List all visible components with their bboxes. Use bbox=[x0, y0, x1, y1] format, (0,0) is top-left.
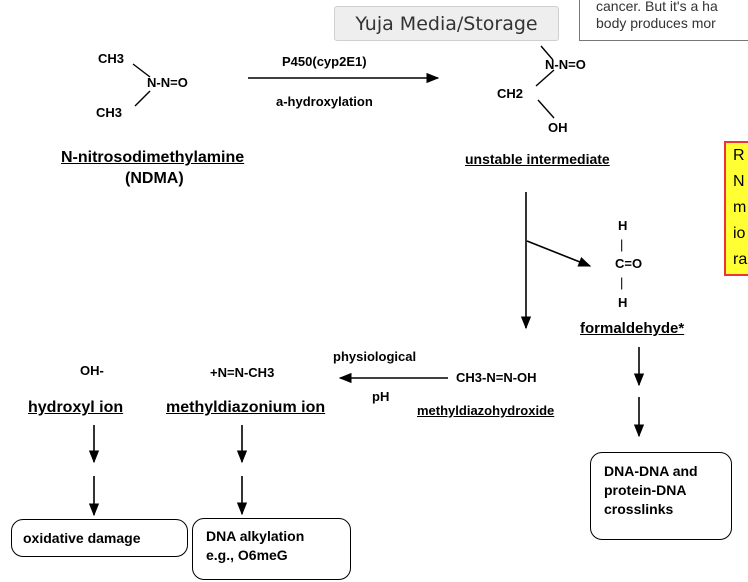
dna-alkylation-box: DNA alkylation e.g., O6meG bbox=[192, 518, 351, 580]
highlight-note-line: N bbox=[733, 173, 745, 190]
formaldehyde-bond-top: | bbox=[620, 237, 624, 252]
partial-note-line: body produces mor bbox=[596, 15, 716, 31]
methyldiazohydroxide-formula: CH3-N=N-OH bbox=[456, 370, 537, 385]
intermediate-ch2: CH2 bbox=[497, 86, 524, 101]
ndma-nitroso-group: N-N=O bbox=[147, 75, 188, 90]
methyldiazonium-name: methyldiazonium ion bbox=[166, 399, 326, 416]
arrow-to-formaldehyde bbox=[526, 240, 592, 267]
ndma-name: N-nitrosodimethylamine bbox=[61, 149, 245, 166]
hydroxyl-formula: OH- bbox=[80, 363, 104, 378]
formaldehyde-h-top: H bbox=[618, 218, 628, 233]
methyldiazohydroxide-name: methyldiazohydroxide bbox=[417, 403, 555, 418]
highlight-note-line: m bbox=[733, 199, 747, 216]
intermediate-bond-ch2 bbox=[535, 69, 555, 87]
ndma-bond-top bbox=[132, 63, 151, 78]
crosslinks-line: protein-DNA bbox=[604, 482, 687, 498]
hydroxyl-name: hydroxyl ion bbox=[28, 399, 124, 416]
formaldehyde-h-bottom: H bbox=[618, 295, 628, 310]
highlight-note: R N m io ra bbox=[724, 141, 748, 276]
ndma-bond-bottom bbox=[134, 90, 151, 107]
process-label: a-hydroxylation bbox=[276, 94, 373, 109]
crosslinks-box: DNA-DNA and protein-DNA crosslinks bbox=[590, 452, 732, 540]
ndma-ch3-bottom: CH3 bbox=[96, 105, 123, 120]
highlight-note-line: ra bbox=[733, 251, 748, 268]
ndma-ch3-top: CH3 bbox=[98, 51, 125, 66]
oxidative-damage-label: oxidative damage bbox=[23, 530, 141, 546]
crosslinks-line: crosslinks bbox=[604, 501, 674, 517]
media-tooltip: Yuja Media/Storage bbox=[334, 6, 559, 41]
condition-ph: pH bbox=[372, 389, 390, 404]
methyldiazonium-formula: +N=N-CH3 bbox=[210, 365, 275, 380]
formaldehyde-bond-bottom: | bbox=[620, 275, 624, 290]
intermediate-name: unstable intermediate bbox=[465, 151, 610, 167]
highlight-note-line: R bbox=[733, 147, 745, 164]
dna-alkylation-label: DNA alkylation bbox=[206, 528, 305, 544]
partial-text-note: cancer. But it's a ha body produces mor bbox=[579, 0, 748, 41]
condition-physiological: physiological bbox=[333, 349, 417, 364]
enzyme-label: P450(cyp2E1) bbox=[282, 54, 367, 69]
formaldehyde-center: C=O bbox=[615, 256, 643, 271]
formaldehyde-name: formaldehyde* bbox=[580, 320, 685, 337]
intermediate-bond-oh bbox=[537, 99, 555, 119]
ndma-abbrev: (NDMA) bbox=[125, 170, 184, 187]
highlight-note-line: io bbox=[733, 225, 746, 242]
partial-note-line: cancer. But it's a ha bbox=[596, 0, 718, 14]
intermediate-nitroso-group: N-N=O bbox=[545, 57, 586, 72]
intermediate-bond-top bbox=[540, 45, 554, 61]
intermediate-oh: OH bbox=[548, 120, 568, 135]
oxidative-damage-box: oxidative damage bbox=[11, 519, 188, 557]
dna-alkylation-example: e.g., O6meG bbox=[206, 547, 288, 563]
crosslinks-line: DNA-DNA and bbox=[604, 463, 698, 479]
